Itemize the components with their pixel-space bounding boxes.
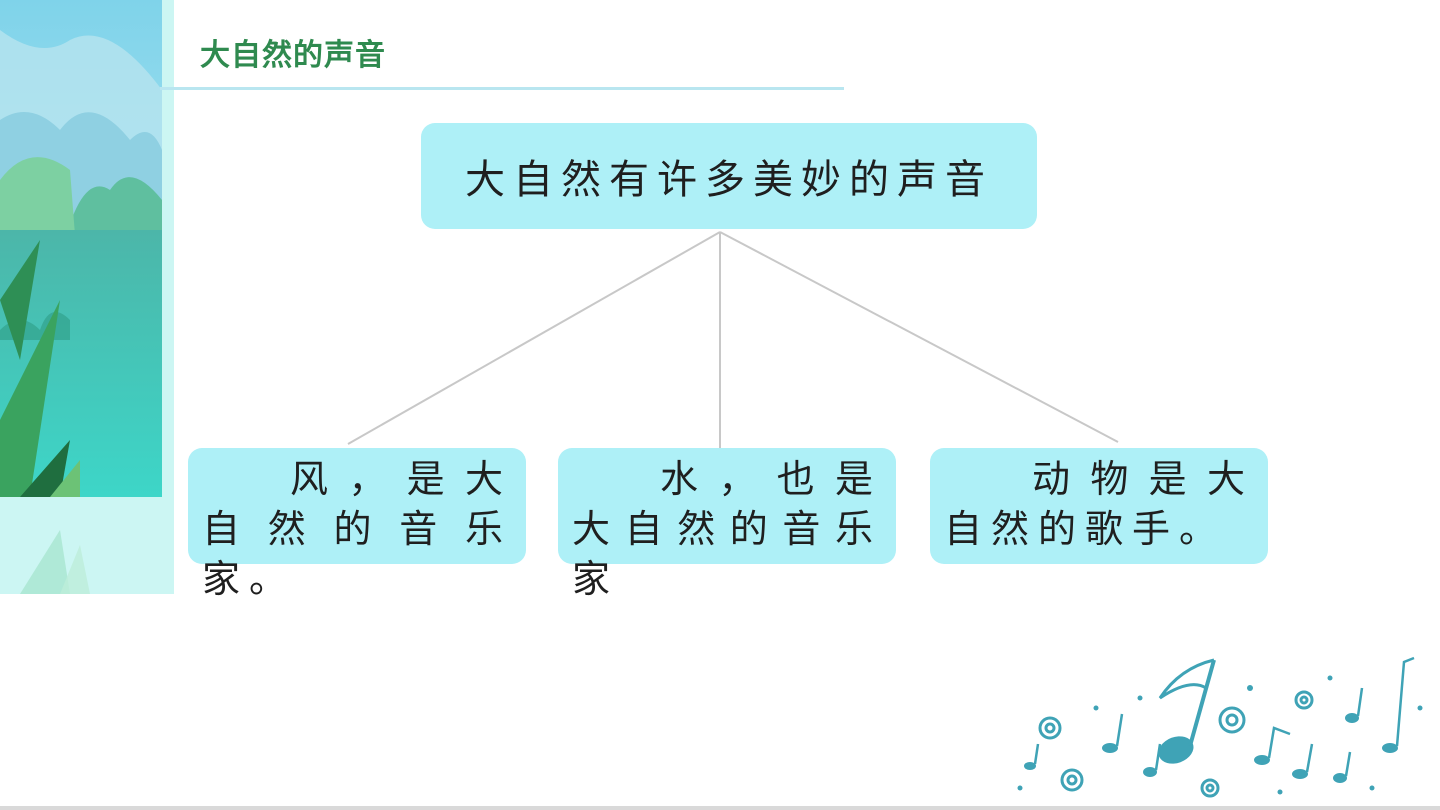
root-node: 大自然有许多美妙的声音 xyxy=(421,123,1037,229)
music-notes-decoration xyxy=(1017,656,1423,798)
dot-icon xyxy=(1017,675,1423,795)
connector-line-left xyxy=(347,231,721,445)
landscape-illustration xyxy=(0,0,174,594)
large-eighth-note-icon xyxy=(1158,658,1216,764)
root-node-label: 大自然有许多美妙的声音 xyxy=(465,157,993,203)
spiral-icon xyxy=(1038,690,1314,798)
slide-bottom-border xyxy=(0,806,1440,810)
title-underline xyxy=(160,87,844,90)
child-node-label: 水，也是大自然的音乐家 xyxy=(572,457,882,601)
small-notes-icon xyxy=(1024,656,1415,783)
child-node-animals: 动物是大自然的歌手。 xyxy=(930,448,1268,564)
child-node-label: 动物是大自然的歌手。 xyxy=(944,457,1254,551)
child-node-wind: 风，是大自然的音乐家。 xyxy=(188,448,526,601)
child-node-water: 水，也是大自然的音乐家 xyxy=(558,448,896,601)
child-node-label: 风，是大自然的音乐家。 xyxy=(202,457,512,601)
slide-title: 大自然的声音 xyxy=(200,38,386,73)
connector-line-right xyxy=(719,231,1119,443)
